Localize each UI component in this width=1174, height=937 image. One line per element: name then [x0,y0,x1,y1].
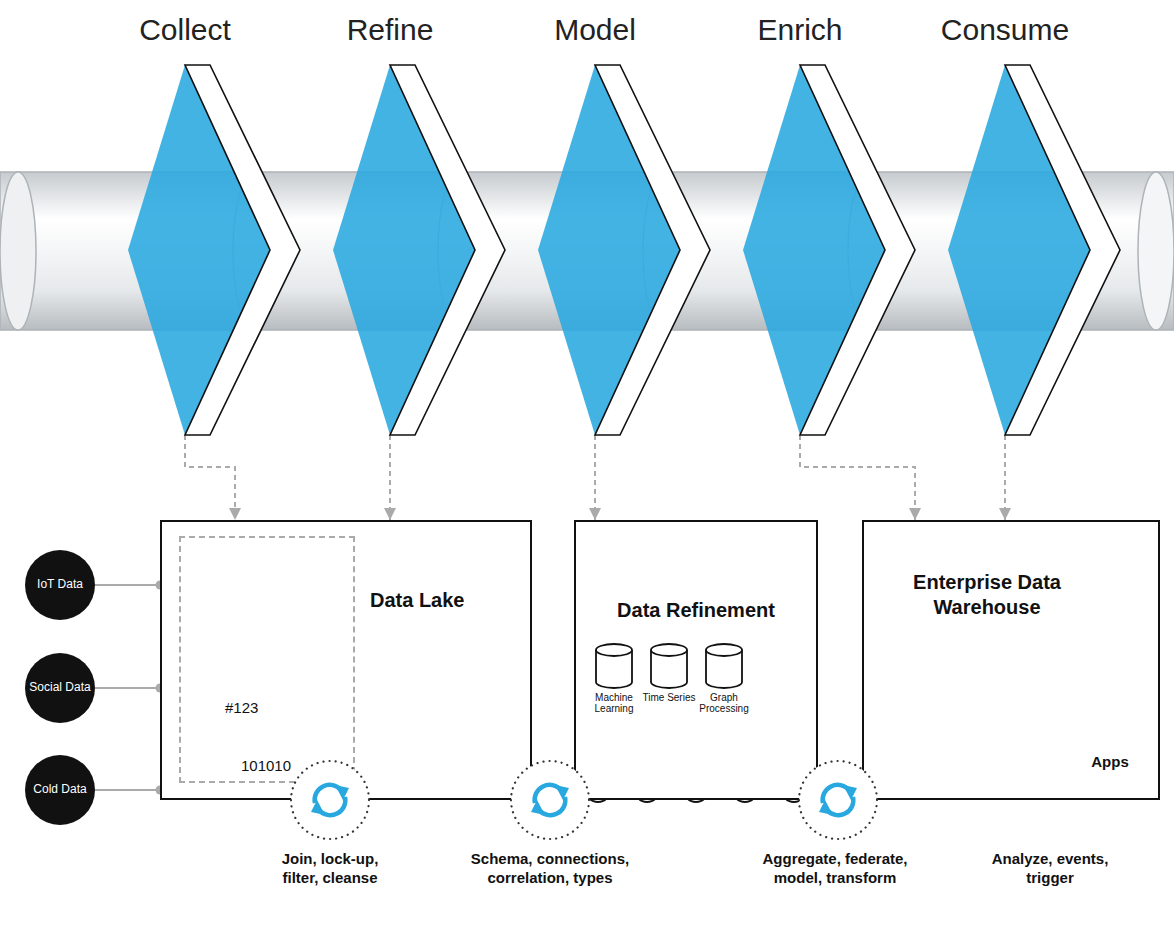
stage-diamond [128,65,270,435]
chevron-shape [465,8,725,435]
stage-diamond [538,65,680,435]
cylinder-top [651,644,687,656]
stage-diamond [948,65,1090,435]
source-circle: IoT Data [25,550,95,620]
chevron-shape [670,8,930,435]
box-title: Data Refinement [576,598,816,622]
stage-title: Refine [260,12,520,48]
flow-arrow [1004,435,1006,520]
stage-title: Collect [55,12,315,48]
raw-data-area: #123 101010 [179,536,355,783]
source-name: IoT Data [29,578,91,592]
chevron-shape [875,8,1135,435]
source-disc [25,653,95,723]
engine-cylinder: Machine Learning [582,642,646,726]
stage-caption: Aggregate, federate, model, transform [747,850,923,888]
sync-icon [291,761,369,839]
stage-chevron-edge [390,65,505,435]
cylinder-top [706,644,742,656]
data-refinement-box: Machine LearningTime SeriesGraph Process… [574,520,818,800]
source-link [95,687,160,689]
engine-name: Machine Learning [582,692,646,714]
sync-icon [799,761,877,839]
chevron-shape [55,8,315,435]
engine-name: Graph Processing [692,692,756,714]
box-title: Data Lake [370,588,520,612]
stage-caption: Join, lock-up, filter, cleanse [265,850,395,888]
data-sample: 101010 [241,757,331,775]
source-link [95,584,160,586]
source-link [95,789,160,791]
source-disc [25,550,95,620]
stage-chevron-edge [185,65,300,435]
engine-cylinder: Time Series [637,642,701,726]
source-name: Social Data [29,681,91,695]
source-circle: Cold Data [25,755,95,825]
stage-chevron: Model [465,8,725,435]
stage-chevron: Enrich [670,8,930,435]
data-lake-box: #123 101010 Data Lake [160,520,532,800]
stage-chevron: Consume [875,8,1135,435]
stage-chevron-edge [595,65,710,435]
stage-diamond [743,65,885,435]
stage-chevron: Refine [260,8,520,435]
cylinder-top [596,644,632,656]
flow-arrow [389,435,391,520]
stage-title: Consume [875,12,1135,48]
sync-icon [511,761,589,839]
stage-chevron: Collect [55,8,315,435]
stage-caption: Schema, connections, correlation, types [462,850,638,888]
stage-chevron-edge [1005,65,1120,435]
stage-title: Model [465,12,725,48]
engine-name: Time Series [637,692,701,703]
cylinder-shape [637,642,701,726]
source-disc [25,755,95,825]
engine-cylinder: Graph Processing [692,642,756,726]
flow-arrow [185,435,235,520]
flow-arrow [800,435,915,520]
stage-caption: Analyze, events, trigger [985,850,1115,888]
app-label: Apps [1080,753,1140,772]
chevron-shape [260,8,520,435]
data-sample: #123 [225,699,295,717]
stage-title: Enrich [670,12,930,48]
stage-chevron-edge [800,65,915,435]
stage-diamond [333,65,475,435]
source-circle: Social Data [25,653,95,723]
source-name: Cold Data [29,783,91,797]
flow-arrow [594,435,596,520]
box-title: Enterprise Data Warehouse [887,570,1087,620]
